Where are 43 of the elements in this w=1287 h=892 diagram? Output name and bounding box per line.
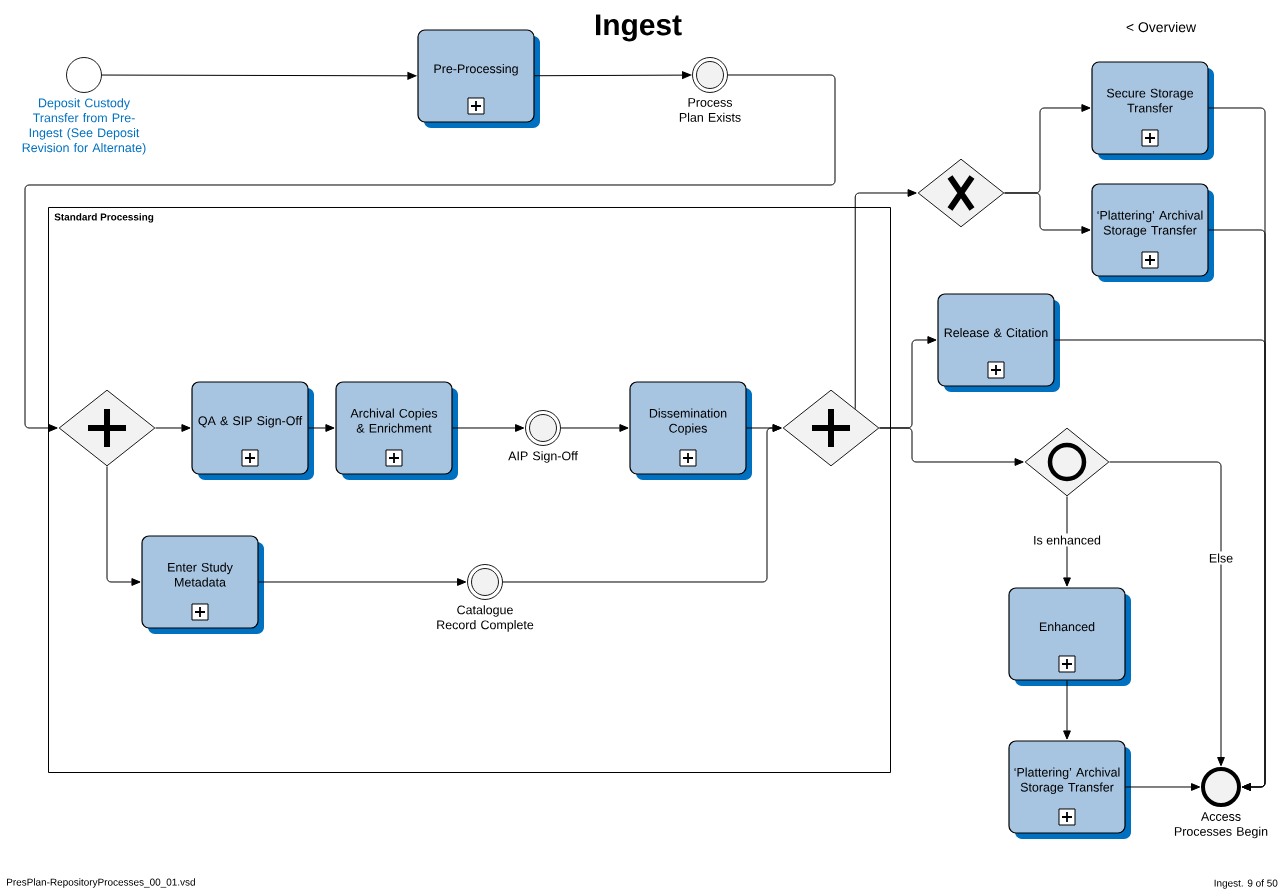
arrow — [101, 71, 417, 80]
task-box: ‘Plattering’ Archival Storage Transfer — [1091, 183, 1214, 282]
arrow — [452, 424, 525, 432]
edge-label: Is enhanced — [1031, 533, 1103, 547]
task-box: Enhanced — [1008, 587, 1131, 686]
task-box: Secure Storage Transfer — [1091, 61, 1214, 160]
arrow — [154, 424, 191, 432]
task-box: Enter Study Metadata — [141, 535, 264, 634]
arrow — [1054, 339, 1266, 791]
gateway-diamond — [58, 389, 156, 467]
arrow — [106, 465, 141, 586]
edge-label: Else — [1206, 551, 1236, 565]
arrow — [1003, 192, 1091, 234]
event-label: AIP Sign-Off — [508, 451, 578, 463]
task-box: ‘Plattering’ Archival Storage Transfer — [1008, 740, 1131, 839]
event-label: Access Processes Begin — [1174, 812, 1268, 839]
task-box: Dissemination Copies — [629, 381, 752, 480]
arrow — [534, 71, 692, 79]
task-box: QA & SIP Sign-Off — [191, 381, 314, 480]
task-box: Pre-Processing — [417, 29, 540, 128]
arrow — [746, 424, 782, 432]
title: Ingest — [596, 14, 682, 42]
task-box: Archival Copies & Enrichment — [335, 381, 458, 480]
arrow — [24, 74, 836, 432]
gateway-diamond — [1024, 427, 1110, 497]
event-label: Deposit Custody Transfer from Pre-Ingest (See Deposit Revision for Alternate) — [22, 98, 146, 155]
arrow — [258, 578, 467, 586]
overview-link: < Overview — [1126, 21, 1197, 33]
arrow — [1108, 461, 1225, 767]
arrow — [1063, 680, 1071, 740]
footer-text: Ingest. 9 of 50 — [1214, 879, 1278, 889]
arrow — [854, 189, 917, 410]
arrow — [878, 427, 1024, 466]
arrow — [560, 424, 629, 432]
arrow — [1063, 495, 1071, 587]
arrow — [1125, 783, 1201, 791]
event-label: Catalogue Record Complete — [437, 605, 534, 632]
footer-text: PresPlan-RepositoryProcesses_00_01.vsd — [7, 878, 195, 888]
task-box: Release & Citation — [937, 293, 1060, 392]
gateway-diamond — [917, 158, 1005, 228]
event-label: Process Plan Exists — [679, 98, 741, 122]
gateway-diamond — [782, 389, 880, 467]
arrow — [308, 424, 335, 432]
